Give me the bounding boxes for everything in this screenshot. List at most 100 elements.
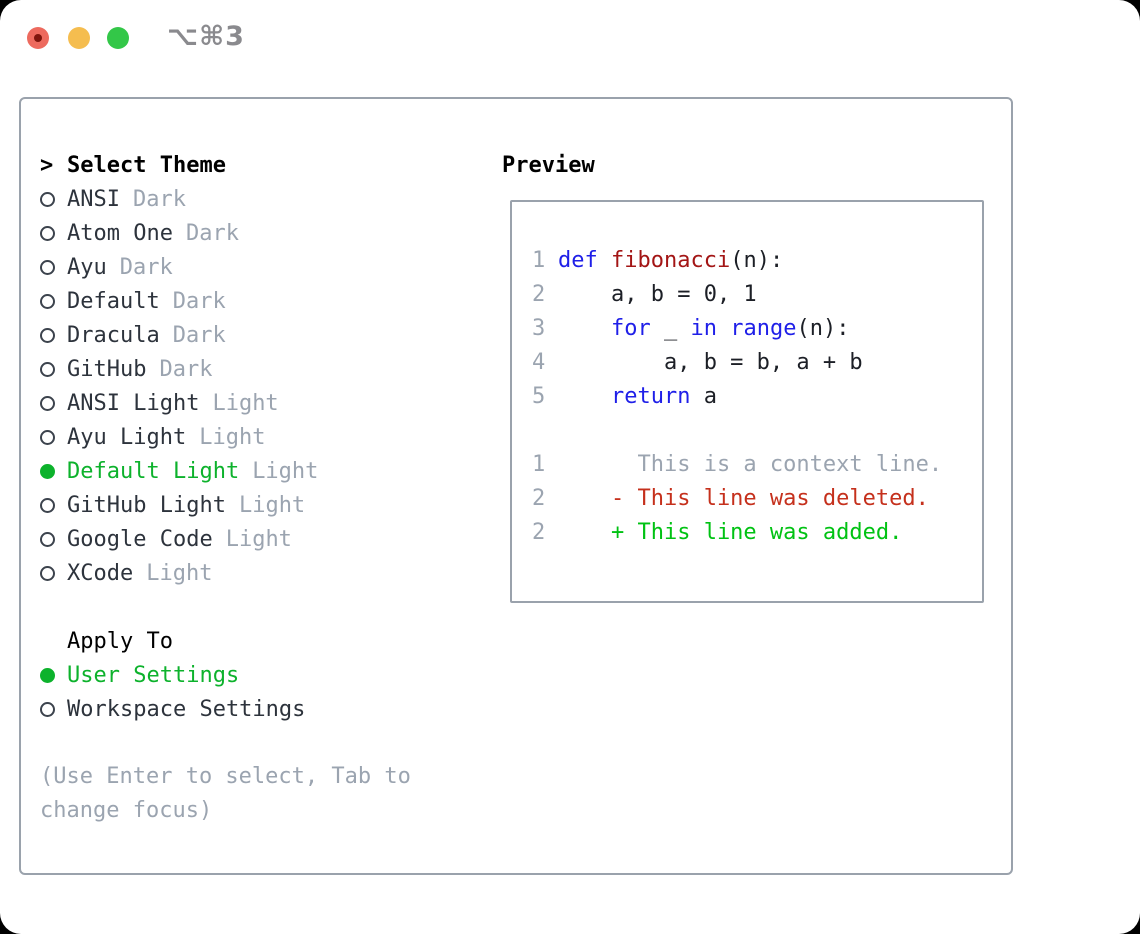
preview-line: 2 - This line was deleted. bbox=[532, 482, 982, 516]
theme-variant-label: Dark bbox=[172, 288, 226, 314]
apply-option-label: User Settings bbox=[67, 662, 240, 688]
code-segment: - This line was deleted. bbox=[558, 486, 929, 511]
radio-icon bbox=[40, 361, 67, 377]
code-segment: range bbox=[730, 316, 797, 341]
theme-option-ansi-light-light[interactable]: ANSI Light Light bbox=[40, 386, 485, 420]
preview-line: 3 for _ in range(n): bbox=[532, 312, 982, 346]
code-segment: _ bbox=[650, 316, 691, 341]
radio-icon bbox=[40, 225, 67, 241]
radio-icon bbox=[40, 327, 67, 343]
theme-variant-label: Light bbox=[146, 560, 213, 586]
radio-icon bbox=[40, 293, 67, 309]
theme-variant-label: Light bbox=[238, 492, 306, 518]
line-number: 1 bbox=[532, 452, 546, 477]
window-titlebar: ⌥⌘3 bbox=[0, 0, 1140, 76]
theme-variant-label: Dark bbox=[159, 356, 213, 382]
minimize-button[interactable] bbox=[68, 27, 90, 49]
code-segment: a, b = b, a + b bbox=[558, 350, 863, 375]
code-segment: def bbox=[558, 248, 598, 273]
apply-option-workspace-settings[interactable]: Workspace Settings bbox=[40, 692, 485, 726]
code-segment: for bbox=[610, 316, 651, 341]
apply-to-title: Apply To bbox=[67, 628, 173, 654]
section-gap bbox=[40, 726, 485, 760]
theme-name: Ayu Light bbox=[67, 424, 187, 450]
apply-option-label: Workspace Settings bbox=[67, 696, 306, 722]
radio-icon bbox=[40, 565, 67, 581]
theme-name: Default Light bbox=[67, 458, 240, 484]
preview-line: 1 This is a context line. bbox=[532, 448, 982, 482]
theme-variant-label: Light bbox=[212, 390, 279, 416]
theme-name: Default bbox=[67, 288, 160, 314]
code-segment: return bbox=[610, 384, 691, 409]
code-segment bbox=[717, 316, 730, 341]
line-number: 5 bbox=[532, 384, 546, 409]
theme-name: Google Code bbox=[67, 526, 213, 552]
code-segment: in bbox=[690, 316, 717, 341]
theme-option-xcode-light[interactable]: XCode Light bbox=[40, 556, 485, 590]
select-theme-header: > Select Theme bbox=[40, 148, 485, 182]
select-theme-title: Select Theme bbox=[67, 152, 226, 178]
preview-line: 2 + This line was added. bbox=[532, 516, 982, 550]
theme-variant-label: Light bbox=[225, 526, 292, 552]
theme-option-github-dark[interactable]: GitHub Dark bbox=[40, 352, 485, 386]
theme-variant-label: Light bbox=[252, 458, 319, 484]
theme-option-ansi-dark[interactable]: ANSI Dark bbox=[40, 182, 485, 216]
theme-option-github-light-light[interactable]: GitHub Light Light bbox=[40, 488, 485, 522]
prompt-marker-icon: > bbox=[40, 152, 54, 178]
apply-to-header: Apply To bbox=[40, 624, 485, 658]
close-button[interactable] bbox=[27, 27, 49, 49]
theme-name: Ayu bbox=[67, 254, 107, 280]
theme-option-google-code-light[interactable]: Google Code Light bbox=[40, 522, 485, 556]
theme-variant-label: Dark bbox=[132, 186, 186, 212]
theme-name: ANSI Light bbox=[67, 390, 200, 416]
radio-icon bbox=[40, 701, 67, 717]
radio-icon bbox=[40, 259, 67, 275]
preview-line: 2 a, b = 0, 1 bbox=[532, 278, 982, 312]
zoom-button[interactable] bbox=[107, 27, 129, 49]
code-segment: + This line was added. bbox=[558, 520, 903, 545]
radio-icon bbox=[40, 395, 67, 411]
apply-option-user-settings[interactable]: User Settings bbox=[40, 658, 485, 692]
preview-line: 5 return a bbox=[532, 380, 982, 414]
code-segment bbox=[598, 248, 611, 273]
radio-icon bbox=[40, 191, 67, 207]
code-segment: a, b = 0, 1 bbox=[558, 282, 757, 307]
code-segment: fibonacci bbox=[611, 248, 731, 273]
theme-name: GitHub Light bbox=[67, 492, 226, 518]
line-number: 2 bbox=[532, 520, 546, 545]
radio-selected-icon bbox=[40, 667, 67, 683]
theme-option-default-dark[interactable]: Default Dark bbox=[40, 284, 485, 318]
window-title: ⌥⌘3 bbox=[167, 21, 245, 52]
line-number: 4 bbox=[532, 350, 546, 375]
code-segment bbox=[558, 384, 611, 409]
theme-name: XCode bbox=[67, 560, 134, 586]
theme-name: ANSI bbox=[67, 186, 120, 212]
preview-title: Preview bbox=[502, 152, 595, 178]
preview-line: 4 a, b = b, a + b bbox=[532, 346, 982, 380]
section-gap bbox=[40, 590, 485, 624]
line-number: 2 bbox=[532, 282, 546, 307]
radio-icon bbox=[40, 531, 67, 547]
radio-selected-icon bbox=[40, 463, 67, 479]
theme-name: Atom One bbox=[67, 220, 173, 246]
theme-name: Dracula bbox=[67, 322, 160, 348]
theme-option-ayu-dark[interactable]: Ayu Dark bbox=[40, 250, 485, 284]
keyboard-hint-text: (Use Enter to select, Tab to change focu… bbox=[40, 764, 411, 823]
preview-line bbox=[532, 414, 982, 448]
code-segment: (n): bbox=[796, 316, 850, 341]
theme-option-default-light-light[interactable]: Default Light Light bbox=[40, 454, 485, 488]
line-number: 3 bbox=[532, 316, 546, 341]
theme-name: GitHub bbox=[67, 356, 147, 382]
code-segment: This is a context line. bbox=[558, 452, 943, 477]
theme-variant-label: Dark bbox=[119, 254, 173, 280]
line-number: 1 bbox=[532, 248, 546, 273]
